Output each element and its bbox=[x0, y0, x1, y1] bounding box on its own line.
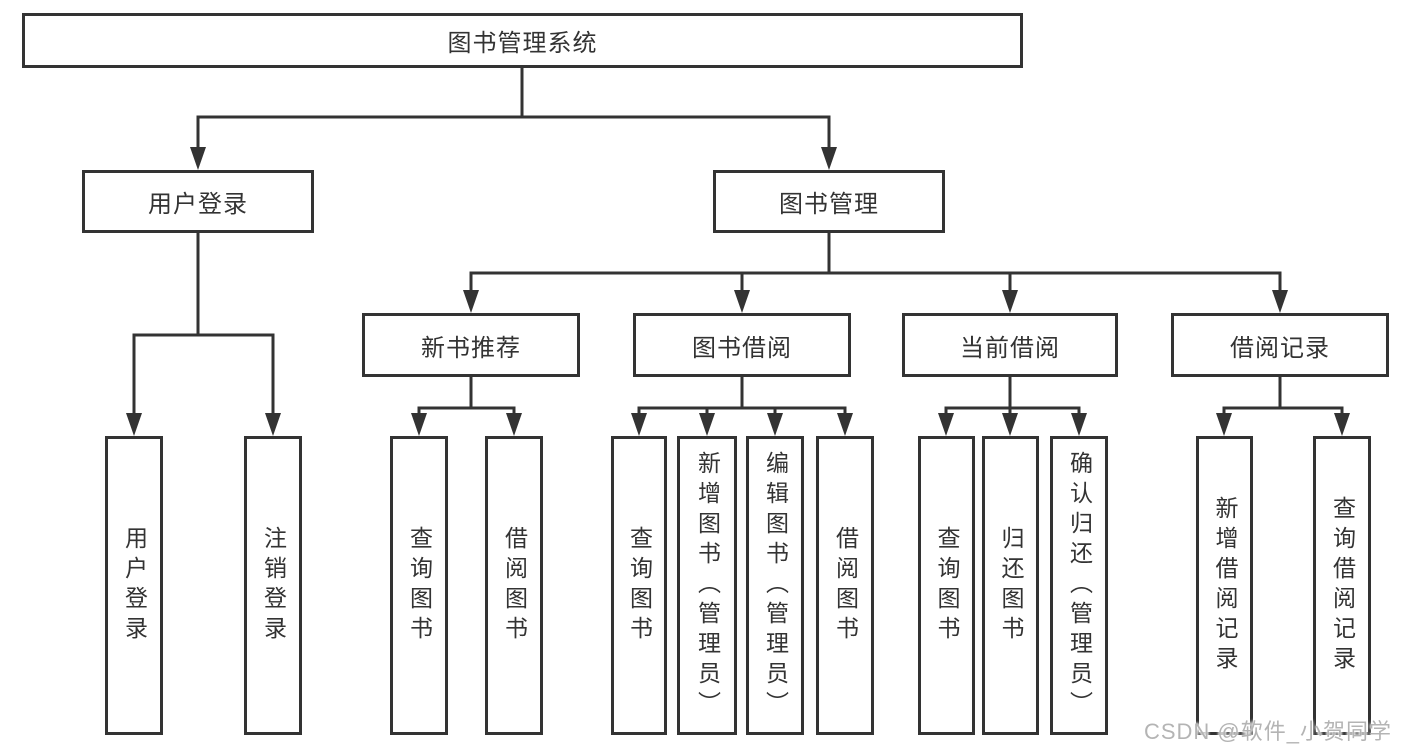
node-label: 当前借阅 bbox=[960, 334, 1060, 362]
csdn-watermark: CSDN @软件_小贺同学 bbox=[1143, 719, 1392, 744]
node-label: 查询图书 bbox=[934, 525, 960, 646]
node-label: 借阅记录 bbox=[1230, 334, 1330, 362]
node-label: 用户登录 bbox=[148, 191, 248, 218]
leaf-query-borrow-record: 查询借阅记录 bbox=[1313, 436, 1371, 735]
leaf-confirm-return-admin: 确认归还（管理员） bbox=[1050, 436, 1108, 735]
leaf-edit-book-admin: 编辑图书（管理员） bbox=[746, 436, 804, 735]
leaf-return-books: 归还图书 bbox=[982, 436, 1039, 735]
node-root-system: 图书管理系统 bbox=[22, 13, 1023, 68]
node-label: 新增借阅记录 bbox=[1212, 495, 1238, 676]
node-label: 查询图书 bbox=[626, 525, 653, 646]
connector-lines bbox=[132, 66, 1344, 418]
node-label: 归还图书 bbox=[998, 525, 1024, 646]
leaf-query-books: 查询图书 bbox=[611, 436, 667, 735]
arrowheads bbox=[126, 147, 1350, 436]
node-label: 图书借阅 bbox=[692, 334, 792, 362]
leaf-logout: 注销登录 bbox=[244, 436, 302, 735]
leaf-add-borrow-record: 新增借阅记录 bbox=[1196, 436, 1253, 735]
node-label: 注销登录 bbox=[260, 525, 287, 646]
node-current-borrowing: 当前借阅 bbox=[902, 313, 1118, 377]
node-label: 编辑图书（管理员） bbox=[762, 450, 789, 721]
node-book-borrowing: 图书借阅 bbox=[633, 313, 851, 377]
leaf-add-book-admin: 新增图书（管理员） bbox=[677, 436, 737, 735]
node-label: 图书管理系统 bbox=[447, 30, 598, 57]
node-label: 确认归还（管理员） bbox=[1066, 450, 1093, 721]
node-label: 图书管理 bbox=[779, 191, 879, 218]
node-label: 新书推荐 bbox=[421, 334, 521, 362]
leaf-query-books: 查询图书 bbox=[918, 436, 975, 735]
node-borrowing-records: 借阅记录 bbox=[1171, 313, 1389, 377]
node-label: 查询图书 bbox=[406, 525, 433, 646]
leaf-borrow-books: 借阅图书 bbox=[485, 436, 543, 735]
node-label: 借阅图书 bbox=[832, 525, 859, 646]
node-label: 新增图书（管理员） bbox=[694, 450, 721, 721]
leaf-borrow-books: 借阅图书 bbox=[816, 436, 874, 735]
node-label: 用户登录 bbox=[121, 525, 148, 646]
node-book-management: 图书管理 bbox=[713, 170, 945, 233]
node-new-book-recommendation: 新书推荐 bbox=[362, 313, 580, 377]
node-label: 借阅图书 bbox=[501, 525, 528, 646]
leaf-user-login: 用户登录 bbox=[105, 436, 163, 735]
node-label: 查询借阅记录 bbox=[1329, 495, 1356, 676]
leaf-query-books: 查询图书 bbox=[390, 436, 448, 735]
node-user-login: 用户登录 bbox=[82, 170, 314, 233]
